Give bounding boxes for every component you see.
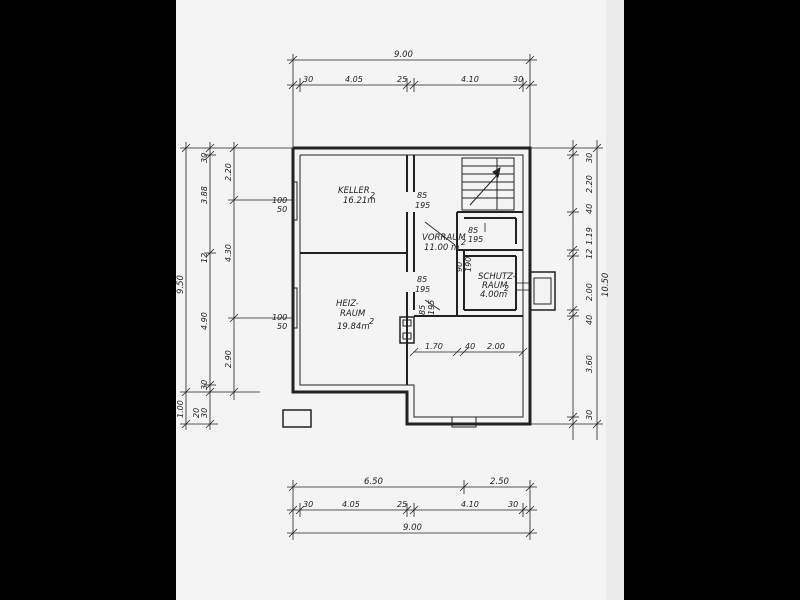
door-width-label: 85 [418, 305, 427, 315]
door-swings [424, 221, 530, 311]
total-height-label: 10.50 [601, 273, 611, 297]
right-dimension-lines [530, 140, 603, 440]
left-dimension-labels: 9.50 30 3.88 12 4.90 30 2.20 4.30 2.90 1… [176, 153, 233, 418]
total-height-label: 9.50 [176, 275, 186, 294]
dimension-label: 4.05 [342, 500, 360, 509]
dimension-label: 30 [585, 153, 594, 163]
dimension-label: 2.20 [585, 175, 594, 193]
dimension-label: 30 [200, 408, 209, 418]
room-name-vorraum: VORRAUM [422, 233, 466, 243]
window-width-label: 100 [272, 196, 287, 205]
emergency-shaft [529, 271, 556, 311]
dimension-label: 4.90 [200, 312, 209, 330]
room-area-schutzraum: 4.00m [480, 290, 507, 300]
dimension-label: 2.90 [224, 350, 233, 368]
room-labels: KELLER 16.21m 2 HEIZ- RAUM 19.84m 2 VORR… [336, 186, 516, 332]
interior-walls [300, 155, 523, 385]
chimney [399, 316, 415, 344]
dimension-label: 40 [585, 204, 594, 214]
dimension-label: 30 [508, 500, 518, 509]
dimension-label: 4.30 [224, 244, 233, 262]
dimension-label: 30 [585, 410, 594, 420]
bottom-dimension-lines [287, 480, 537, 540]
dimension-label: 4.10 [461, 500, 479, 509]
door-height-label: 190 [464, 257, 473, 272]
dimension-label: 1.19 [585, 227, 594, 245]
door-width-label: 90 [455, 262, 464, 272]
stair-arrow [492, 167, 501, 178]
total-width-label: 9.00 [394, 50, 413, 60]
room-area-sup: 2 [504, 284, 509, 293]
dimension-label: 2.50 [490, 477, 509, 487]
dimension-label: 30 [200, 153, 209, 163]
bottom-dimension-labels: 6.50 2.50 30 4.05 25 4.10 30 9.00 [303, 477, 518, 533]
door-width-label: 85 [417, 191, 427, 200]
room-area-sup: 2 [370, 191, 375, 200]
door-height-label: 195 [427, 300, 436, 315]
window-height-label: 50 [277, 322, 287, 331]
room-name-schutzraum-1: SCHUTZ- [478, 272, 516, 282]
room-name-heizraum-1: HEIZ- [336, 299, 359, 309]
window-width-label: 100 [272, 313, 287, 322]
inner-dimension-line [409, 347, 528, 357]
dimension-label: 12 [200, 253, 209, 263]
room-area-heizraum: 19.84m [337, 322, 370, 332]
dimension-label: 30 [513, 75, 523, 84]
dimension-label: 40 [585, 315, 594, 325]
dimension-label: 2.00 [487, 342, 505, 351]
dimension-label: 6.50 [364, 477, 383, 487]
dimension-label: 12 [585, 249, 594, 259]
dimension-label: 4.10 [461, 75, 479, 84]
top-dimension-lines [287, 54, 537, 148]
dimension-label: 1.00 [176, 400, 185, 418]
dimension-label: 3.88 [200, 186, 209, 204]
exterior-walls-inner [299, 154, 524, 418]
left-dimension-lines [180, 142, 293, 430]
window-niches [282, 181, 477, 428]
dimension-label: 25 [397, 500, 407, 509]
room-name-schutzraum-2: RAUM [482, 281, 508, 291]
room-area-sup: 2 [369, 317, 374, 326]
dimension-label: 2.00 [585, 283, 594, 301]
dimension-label: 20 [192, 408, 201, 418]
dimension-label: 2.20 [224, 163, 233, 181]
inner-dimension-labels: 1.70 40 2.00 [425, 342, 505, 351]
dimension-label: 30 [303, 500, 313, 509]
dimension-label: 4.05 [345, 75, 363, 84]
total-width-label: 9.00 [403, 523, 422, 533]
dimension-label: 1.70 [425, 342, 443, 351]
room-name-heizraum-2: RAUM [340, 309, 366, 319]
room-area-vorraum: 11.00 m [424, 243, 459, 253]
rotated-opening-labels: 85 195 90 190 [418, 257, 473, 315]
door-width-label: 85 [417, 275, 427, 284]
dimension-label: 30 [200, 380, 209, 390]
staircase [461, 157, 515, 211]
dimension-label: 30 [303, 75, 313, 84]
door-height-label: 195 [415, 201, 430, 210]
dimension-label: 3.60 [585, 355, 594, 373]
paper-edge [606, 0, 624, 600]
door-height-label: 195 [468, 235, 483, 244]
dimension-label: 25 [397, 75, 407, 84]
dimension-label: 40 [465, 342, 475, 351]
top-dimension-labels: 9.00 30 4.05 25 4.10 30 [303, 50, 523, 84]
window-height-label: 50 [277, 205, 287, 214]
opening-labels: 100 50 100 50 85 195 85 195 85 195 [272, 191, 483, 331]
room-name-keller: KELLER [338, 186, 370, 196]
room-area-sup: 2 [461, 238, 466, 247]
door-height-label: 195 [415, 285, 430, 294]
room-area-keller: 16.21m [343, 196, 376, 206]
right-dimension-labels: 10.50 30 2.20 40 1.19 12 2.00 40 3.60 30 [585, 153, 611, 420]
door-width-label: 85 [468, 226, 478, 235]
